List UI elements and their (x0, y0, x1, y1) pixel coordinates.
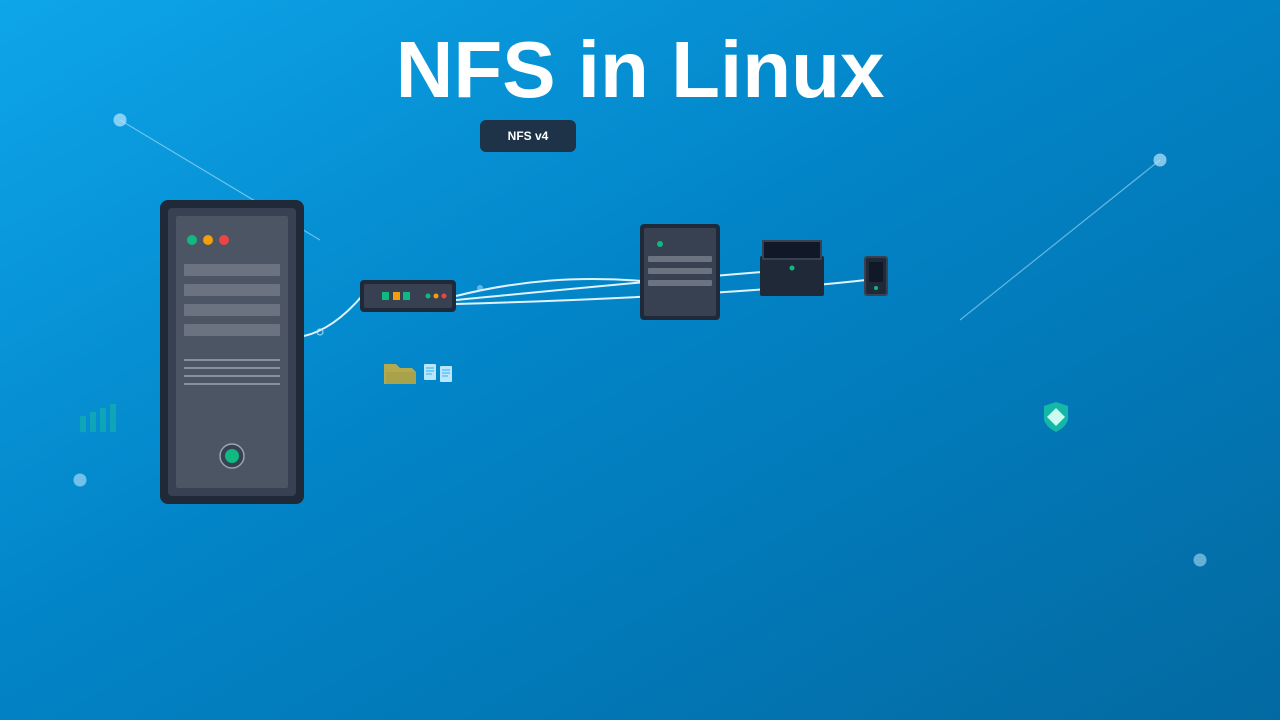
cable-node (316, 328, 324, 336)
server-power-button (219, 443, 245, 469)
cable-switch-to-nas (455, 277, 643, 297)
nfs-version-badge: NFS v4 (480, 120, 576, 152)
server-vents (184, 359, 280, 385)
server-drive-bays (184, 264, 280, 336)
cable-server-to-switch (303, 295, 363, 337)
decor-line-right (959, 153, 1167, 321)
cable-node (477, 285, 483, 291)
server-status-lights (187, 235, 229, 245)
slide-title: NFS in Linux (395, 25, 885, 114)
folder-icon (384, 364, 416, 384)
documents-icon (424, 364, 452, 382)
cable-switch-to-laptop (455, 271, 763, 301)
decor-dot-left (73, 473, 87, 487)
decor-dot-right (1193, 553, 1207, 567)
